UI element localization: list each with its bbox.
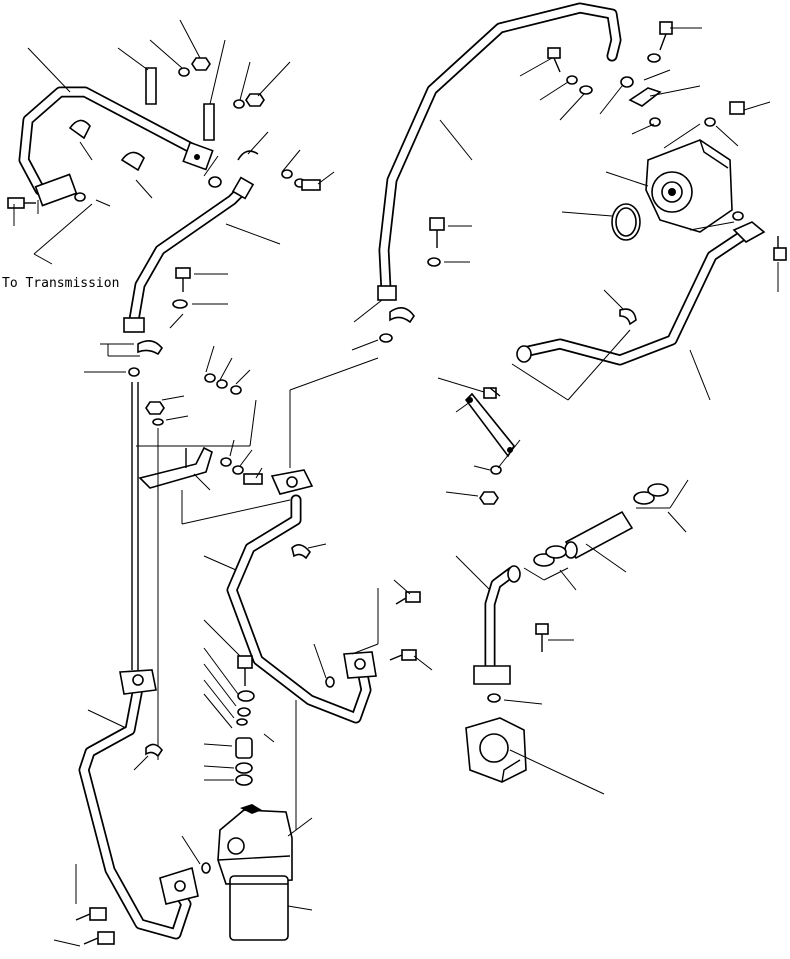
- pump-outlet-tube: [511, 211, 787, 401]
- center-right-bolts: [389, 579, 433, 671]
- pump-case-housing: [465, 717, 605, 795]
- to-transmission-label: To Transmission: [2, 276, 119, 291]
- left-flexible-hose: [100, 176, 281, 357]
- pump-fittings: [519, 21, 771, 147]
- right-center-bracket: [437, 377, 521, 505]
- elbow-tube: [455, 555, 574, 705]
- center-long-hose: [351, 2, 622, 351]
- filter-stack-parts: [203, 619, 275, 786]
- left-hose-hardware: [84, 267, 228, 377]
- transmission-tube-assembly: [7, 67, 215, 209]
- rubber-hose-clamps: [523, 479, 689, 591]
- center-pipe-to-filter: [181, 357, 379, 830]
- top-left-hardware: [74, 57, 321, 202]
- oil-filter-assembly: [217, 804, 313, 941]
- hydraulic-pump: [561, 123, 733, 241]
- leader-lines-top-left: [13, 19, 335, 265]
- left-lower-tube: [53, 669, 211, 947]
- center-hose-hardware: [427, 217, 472, 267]
- left-long-tube: [131, 382, 159, 760]
- left-center-bracket: [136, 345, 263, 491]
